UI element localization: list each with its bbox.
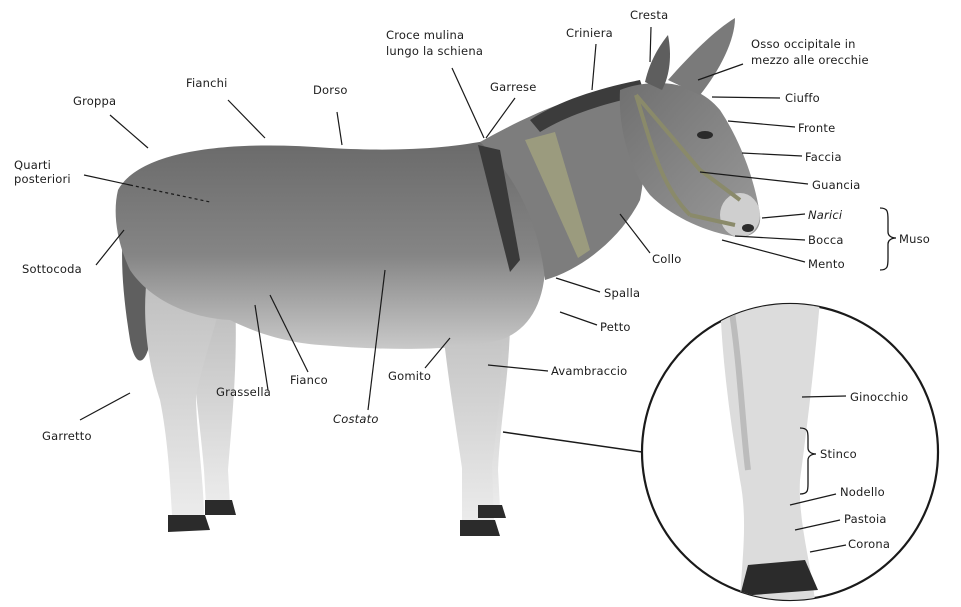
label-gomito: Gomito <box>388 369 431 383</box>
label-dorso: Dorso <box>313 83 348 97</box>
label-guancia: Guancia <box>812 178 861 192</box>
label-collo: Collo <box>652 252 682 266</box>
eye-shape <box>697 131 713 139</box>
label-garretto: Garretto <box>42 429 92 443</box>
label-pastoia: Pastoia <box>844 512 887 526</box>
label-osso-2: mezzo alle orecchie <box>751 53 869 67</box>
label-groppa: Groppa <box>73 94 116 108</box>
label-ciuffo: Ciuffo <box>785 91 820 105</box>
label-corona: Corona <box>848 537 890 551</box>
label-grassella: Grassella <box>216 385 271 399</box>
nostril-shape <box>742 224 754 232</box>
label-muso: Muso <box>899 232 930 246</box>
label-bocca: Bocca <box>808 233 844 247</box>
label-faccia: Faccia <box>805 150 842 164</box>
label-fronte: Fronte <box>798 121 835 135</box>
label-nodello: Nodello <box>840 485 885 499</box>
label-garrese: Garrese <box>490 80 537 94</box>
label-croce-2: lungo la schiena <box>386 44 483 58</box>
hoof-1 <box>168 515 210 532</box>
hoof-2 <box>205 500 236 515</box>
label-sottocoda: Sottocoda <box>22 262 82 276</box>
label-fianchi: Fianchi <box>186 76 228 90</box>
label-narici: Narici <box>808 208 842 222</box>
label-petto: Petto <box>600 320 631 334</box>
hoof-3 <box>460 520 500 536</box>
ear-back <box>645 35 670 90</box>
label-ginocchio: Ginocchio <box>850 390 908 404</box>
label-stinco: Stinco <box>820 447 857 461</box>
label-avambraccio: Avambraccio <box>551 364 627 378</box>
label-spalla: Spalla <box>604 286 640 300</box>
label-fianco: Fianco <box>290 373 328 387</box>
label-criniera: Criniera <box>566 26 613 40</box>
muso-brace <box>880 208 896 270</box>
label-croce-1: Croce mulina <box>386 28 464 42</box>
label-mento: Mento <box>808 257 845 271</box>
label-osso-1: Osso occipitale in <box>751 37 856 51</box>
label-quarti-1: Quarti <box>14 158 51 172</box>
label-quarti-2: posteriori <box>14 172 71 186</box>
label-cresta: Cresta <box>630 8 668 22</box>
label-costato: Costato <box>333 412 379 426</box>
ear-front <box>668 18 735 95</box>
hoof-4 <box>478 505 506 518</box>
magnifier-pointer <box>503 432 642 452</box>
